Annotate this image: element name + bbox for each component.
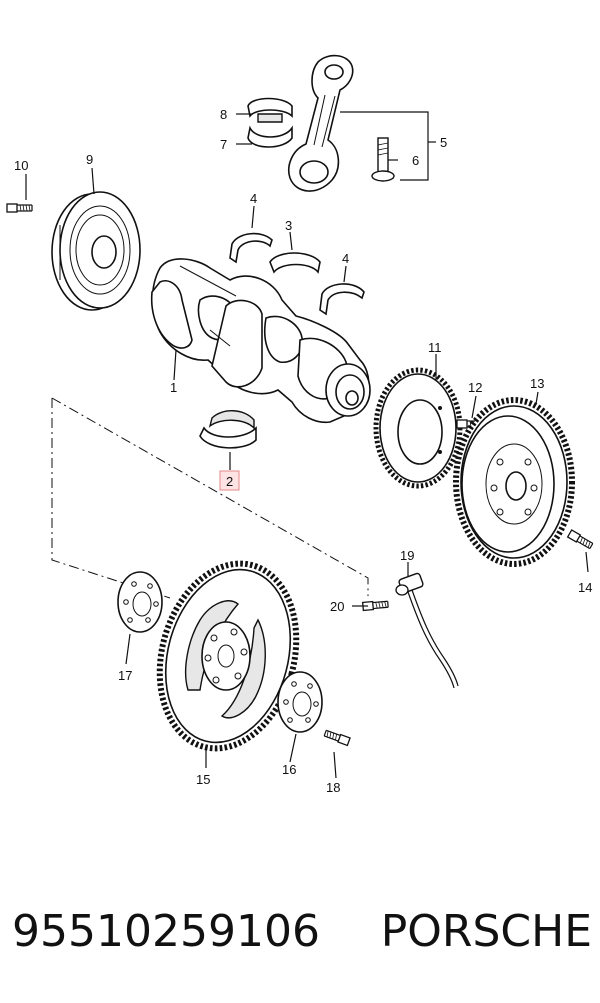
damper-bolt bbox=[6, 203, 33, 213]
vibration-damper bbox=[51, 191, 141, 311]
callout-19: 19 bbox=[400, 548, 414, 563]
main-bearing-shell-lower bbox=[199, 410, 257, 449]
thrust-washer-right bbox=[319, 283, 365, 316]
callout-15: 15 bbox=[196, 772, 210, 787]
callout-4-right: 4 bbox=[342, 251, 349, 266]
flywheel-bolt bbox=[567, 529, 594, 551]
callout-20: 20 bbox=[330, 599, 344, 614]
flywheel bbox=[453, 397, 575, 567]
callout-2: 2 bbox=[226, 474, 233, 489]
callout-13: 13 bbox=[530, 376, 544, 391]
callout-18: 18 bbox=[326, 780, 340, 795]
rod-bolt bbox=[371, 137, 395, 182]
callout-16: 16 bbox=[282, 762, 296, 777]
callout-11: 11 bbox=[428, 340, 442, 355]
leader-lines bbox=[25, 113, 589, 779]
rod-bearing-shell-upper bbox=[247, 97, 293, 123]
sensor-bolt bbox=[362, 599, 389, 612]
speed-sensor bbox=[395, 572, 459, 689]
callout-7: 7 bbox=[220, 137, 227, 152]
connecting-rod bbox=[288, 54, 354, 192]
callout-10: 10 bbox=[14, 158, 28, 173]
brand-name: PORSCHE bbox=[380, 905, 592, 957]
callout-12: 12 bbox=[468, 380, 482, 395]
drive-plate bbox=[156, 560, 300, 752]
callout-2-highlight bbox=[219, 470, 240, 491]
thrust-washer-left bbox=[229, 232, 273, 264]
part-number: 95510259106 bbox=[12, 905, 320, 957]
spacer-disc-rear bbox=[277, 671, 323, 733]
callout-3: 3 bbox=[285, 218, 292, 233]
callout-8: 8 bbox=[220, 107, 227, 122]
drive-plate-bolt bbox=[323, 728, 351, 747]
timing-gear bbox=[373, 367, 463, 489]
spacer-disc-front bbox=[117, 571, 163, 633]
callout-6: 6 bbox=[412, 153, 419, 168]
callout-5: 5 bbox=[440, 135, 447, 150]
callout-1: 1 bbox=[170, 380, 177, 395]
rod-bearing-shell-lower bbox=[247, 125, 293, 148]
main-bearing-shell-upper bbox=[269, 252, 321, 274]
callout-17: 17 bbox=[118, 668, 132, 683]
callout-4-upper: 4 bbox=[250, 191, 257, 206]
callout-14: 14 bbox=[578, 580, 592, 595]
callout-9: 9 bbox=[86, 152, 93, 167]
crankshaft bbox=[150, 258, 371, 424]
part-footer: 95510259106 PORSCHE bbox=[12, 896, 592, 966]
